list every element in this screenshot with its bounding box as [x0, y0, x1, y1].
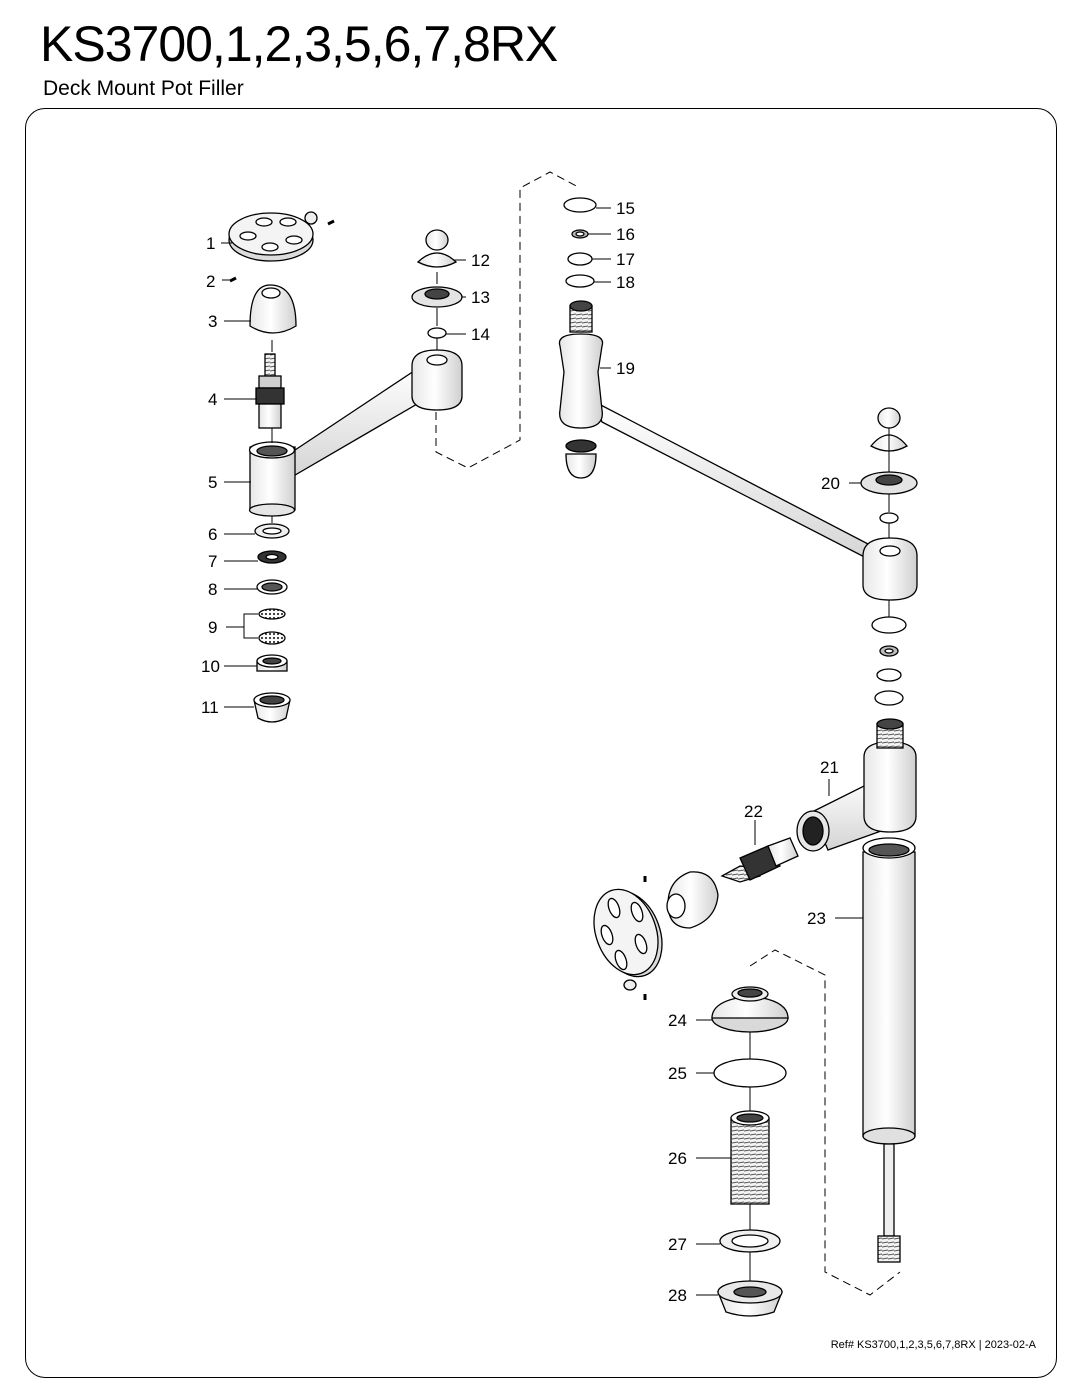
part-18-o-ring	[565, 274, 595, 288]
part-28-mounting-nut	[717, 1280, 783, 1317]
part-1-handle	[228, 211, 335, 262]
right-o-ring-a	[871, 616, 907, 634]
part-3-cap	[249, 284, 297, 334]
callout-22: 22	[744, 802, 763, 821]
part-25-gasket	[713, 1058, 787, 1088]
right-o-ring-c	[874, 690, 904, 706]
callout-14: 14	[471, 325, 490, 344]
callout-5: 5	[208, 473, 217, 492]
diagram-frame	[25, 108, 1057, 1378]
part-14-o-ring	[427, 327, 447, 339]
callout-3: 3	[208, 312, 217, 331]
part-6-washer	[254, 523, 290, 539]
callout-2: 2	[206, 272, 215, 291]
part-12-finial	[416, 229, 458, 268]
right-elbow	[862, 537, 918, 601]
part-2-set-screw	[229, 276, 237, 283]
callout-11: 11	[201, 698, 219, 717]
callout-12: 12	[471, 251, 490, 270]
part-22-cartridge	[720, 837, 799, 883]
callout-15: 15	[616, 199, 635, 218]
callout-4: 4	[208, 390, 217, 409]
part-11-aerator-housing	[253, 692, 291, 723]
callout-17: 17	[616, 250, 635, 269]
right-o-ring-b	[876, 668, 902, 682]
callout-25: 25	[668, 1064, 687, 1083]
callout-6: 6	[208, 525, 217, 544]
product-description: Deck Mount Pot Filler	[43, 77, 244, 100]
part-15-o-ring	[563, 197, 597, 213]
connector-dashed-upper	[435, 171, 581, 469]
part-4-cartridge	[255, 353, 285, 429]
callout-18: 18	[616, 273, 635, 292]
callout-23: 23	[807, 909, 826, 928]
callout-13: 13	[471, 288, 490, 307]
callout-21: 21	[820, 758, 839, 777]
callout-20: 20	[821, 474, 840, 493]
leader-lines	[221, 207, 863, 1296]
part-8-ring	[256, 579, 288, 595]
callout-9: 9	[208, 618, 217, 637]
callout-10: 10	[201, 657, 220, 676]
callout-numbers: 1 2 3 4 5 6 7 8 9 10 11 12 13 14 15 16 1…	[201, 199, 840, 1305]
callout-27: 27	[668, 1235, 687, 1254]
part-9-screens	[258, 608, 286, 645]
model-title: KS3700,1,2,3,5,6,7,8RX	[40, 16, 558, 72]
part-26-threaded-nipple	[730, 1110, 770, 1205]
part-7-washer	[257, 550, 287, 564]
part-10-aerator-insert	[256, 654, 288, 672]
callout-16: 16	[616, 225, 635, 244]
callout-8: 8	[208, 580, 217, 599]
part-27-washer	[719, 1229, 781, 1253]
callout-24: 24	[668, 1011, 687, 1030]
cap-lower	[666, 871, 719, 929]
callout-7: 7	[208, 552, 217, 571]
callout-1: 1	[206, 234, 215, 253]
handle-lower	[593, 876, 663, 1000]
reference-number: Ref# KS3700,1,2,3,5,6,7,8RX | 2023-02-A	[830, 1339, 1036, 1351]
connector-dashed-lower	[749, 949, 901, 1296]
callout-26: 26	[668, 1149, 687, 1168]
left-elbow	[411, 349, 463, 411]
part-16-washer	[571, 229, 589, 239]
part-23-shank-tube	[862, 837, 916, 1263]
right-o-ring-upper	[879, 512, 899, 524]
part-24-mounting-flange	[711, 986, 789, 1033]
part-13-escutcheon	[411, 286, 463, 308]
part-21-valve-body	[796, 718, 917, 852]
callout-28: 28	[668, 1286, 687, 1305]
part-19-swivel-body	[558, 300, 882, 567]
callout-19: 19	[616, 359, 635, 378]
part-20-escutcheon	[860, 407, 918, 495]
right-washer	[879, 645, 899, 657]
part-17-o-ring	[567, 252, 593, 266]
